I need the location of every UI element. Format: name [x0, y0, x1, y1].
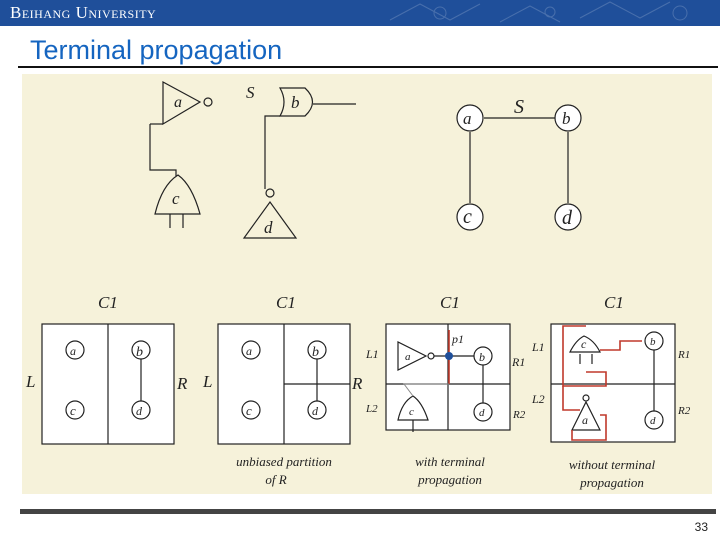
panel-3-cell-c: c: [409, 406, 414, 418]
gate-a: [162, 80, 213, 126]
header-bar: Beihang University: [0, 0, 720, 26]
label-node-a: a: [463, 109, 472, 128]
label-net-s-left: S: [246, 83, 255, 102]
panel-4-r1: R1: [677, 349, 690, 361]
gate-b: [278, 87, 356, 117]
panel-2-cell-b: b: [312, 345, 319, 360]
panel-3-box: [385, 323, 511, 432]
panel-1-left-label: L: [25, 372, 35, 391]
panel-1-box: [41, 323, 175, 445]
panel-2-caption-line2: of R: [265, 472, 286, 487]
panel-1-cell-c: c: [70, 403, 76, 418]
panel-4-cell-a: a: [582, 413, 588, 427]
label-node-b: b: [562, 109, 571, 128]
panel-3-p1: p1: [451, 332, 464, 346]
panel-3-r2: R2: [512, 409, 526, 421]
panel-2-box: [217, 323, 351, 445]
panel-4-caption-line2: propagation: [579, 475, 644, 490]
label-gate-a: a: [174, 94, 182, 111]
figure-svg: a b c d S a b c d S C1 L R a b c d C1 L …: [25, 80, 691, 490]
footer-rule: [20, 509, 716, 514]
panel-4-caption-line1: without terminal: [569, 457, 656, 472]
university-logo-text: Beihang University: [10, 3, 157, 22]
panel-1-cell-a: a: [70, 344, 76, 358]
panel-3-caption-line1: with terminal: [415, 454, 485, 469]
figure-area: a b c d S a b c d S C1 L R a b c d C1 L …: [22, 74, 712, 494]
panel-3-l2: L2: [365, 403, 378, 415]
panel-4-heading: C1: [604, 293, 624, 312]
panel-2-heading: C1: [276, 293, 296, 312]
top-left-wires: [149, 115, 280, 189]
panel-2-caption-line1: unbiased partition: [236, 454, 332, 469]
label-gate-d: d: [264, 218, 273, 237]
panel-3-caption-line2: propagation: [417, 472, 482, 487]
label-gate-c: c: [172, 189, 180, 208]
gate-d: [242, 188, 298, 239]
panel-4-l1: L1: [531, 340, 545, 354]
panel-4-box: [550, 323, 676, 443]
panel-1-heading: C1: [98, 293, 118, 312]
gate-c: [154, 174, 201, 228]
panel-3-cell-b: b: [479, 350, 485, 364]
panel-4-cell-d: d: [650, 415, 656, 427]
panel-3-l1: L1: [365, 347, 379, 361]
panel-3-cell-a: a: [405, 351, 411, 363]
panel-4-r2: R2: [677, 405, 691, 417]
panel-3-heading: C1: [440, 293, 460, 312]
label-node-c: c: [463, 206, 472, 228]
panel-2-right-label: R: [351, 374, 363, 393]
header-pattern: [389, 1, 688, 23]
panel-1-right-label: R: [176, 374, 188, 393]
panel-2-cell-d: d: [312, 404, 319, 418]
panel-1-cell-d: d: [136, 404, 143, 418]
label-node-d: d: [562, 207, 573, 229]
slide-title: Terminal propagation: [30, 35, 283, 65]
highlighted-nets: [403, 325, 642, 441]
panel-3-r1: R1: [511, 355, 525, 369]
panel-4-l2: L2: [531, 392, 545, 406]
panel-4-cell-c: c: [581, 337, 587, 351]
title-underline: [18, 66, 718, 68]
label-gate-b: b: [291, 93, 300, 112]
panel-2-cell-a: a: [246, 344, 252, 358]
panel-2-cell-c: c: [246, 403, 252, 418]
top-right-graph: [456, 104, 582, 231]
label-net-s-right: S: [514, 96, 524, 118]
panel-2-left-label: L: [202, 372, 212, 391]
panel-4-cell-b: b: [650, 336, 656, 348]
panel-3-cell-d: d: [479, 407, 485, 419]
terminal-p1-dot: [445, 352, 453, 360]
page-number: 33: [694, 520, 708, 534]
panel-1-cell-b: b: [136, 345, 143, 360]
